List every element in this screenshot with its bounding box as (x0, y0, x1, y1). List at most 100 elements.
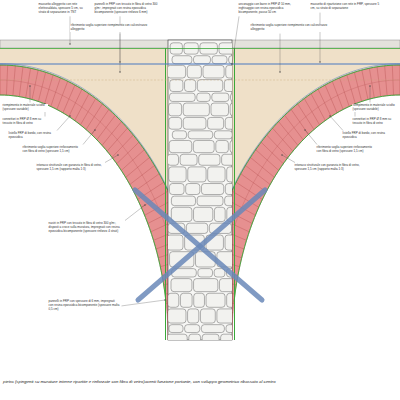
annotation-note: intonaco strutturale con garanzia in fib… (294, 164, 364, 172)
annotation-note: connettori in FRP Ø 8 mm su tessuto in f… (2, 118, 48, 126)
stone-block (188, 309, 199, 323)
leader-line (30, 86, 31, 103)
brick-joint (160, 264, 168, 266)
stone-block (168, 235, 183, 250)
leader-dot (231, 63, 232, 64)
stone-block (206, 293, 225, 307)
stone-block (194, 293, 205, 307)
leader-dot (369, 85, 370, 86)
leader-dot (119, 61, 120, 62)
leader-dot (319, 61, 320, 62)
brick-joint (32, 70, 38, 99)
brick-joint (38, 72, 45, 101)
annotation-note: connettori in FRP Ø 8 mm su tessuto in f… (352, 118, 398, 126)
stone-block (169, 93, 195, 101)
stone-block (216, 140, 229, 152)
leader-line (280, 34, 281, 72)
stone-block (224, 80, 232, 92)
stone-block (229, 56, 232, 64)
brick-joint (340, 78, 350, 107)
stone-block (230, 140, 232, 152)
brick-joint (354, 72, 361, 101)
stone-block (169, 140, 192, 152)
brick-joint (86, 104, 102, 130)
brick-joint (13, 66, 15, 96)
stone-block (222, 154, 232, 165)
brick-joint (107, 128, 127, 151)
stone-block (208, 117, 224, 129)
leader-dot (144, 204, 145, 205)
frp-cross-band (138, 190, 265, 300)
leader-line (120, 34, 121, 72)
brick-joint (261, 142, 283, 164)
stone-block (172, 131, 186, 139)
brick-joint (19, 67, 23, 97)
frp-plaster-right (234, 48, 235, 340)
stone-block (169, 167, 186, 182)
stone-block (183, 117, 206, 129)
brick-joint (232, 264, 240, 266)
brick-joint (121, 150, 144, 171)
brick-joint (267, 135, 288, 157)
stone-block (227, 167, 232, 182)
stone-block (230, 93, 232, 101)
stone-block (169, 117, 182, 129)
stone-block (203, 65, 224, 78)
stone-block (170, 80, 183, 92)
brick-joint (97, 115, 115, 140)
annotation-note: riempimento in materiale sciolto (spesso… (352, 104, 398, 112)
stone-block (194, 56, 211, 64)
brick-joint (112, 135, 133, 157)
stone-block (180, 154, 197, 165)
brick-ring (234, 80, 400, 228)
brick-joint (273, 128, 293, 151)
stone-block (194, 207, 213, 221)
stone-block (197, 196, 223, 206)
stone-block (168, 334, 187, 340)
stone-block (185, 80, 196, 92)
brick-joint (332, 81, 343, 109)
frp-layer (0, 48, 400, 49)
annotation-note: riferimento soglia superiore rinforzamen… (316, 146, 378, 154)
brick-joint (291, 109, 308, 134)
brick-joint (377, 67, 381, 97)
brick-joint (126, 157, 150, 177)
annotation-note: riferimento soglia superiore riempimento… (250, 24, 328, 32)
stone-block (168, 65, 186, 78)
brick-joint (69, 89, 82, 116)
frp-mesh (232, 64, 400, 190)
brick-joint (75, 94, 89, 121)
brick-joint (250, 157, 274, 177)
stone-block (197, 80, 222, 92)
stone-block (208, 167, 225, 182)
brick-joint (256, 150, 279, 171)
leader-dot (117, 154, 118, 155)
annotation-note: listello FRP di bordo, con resina epossi… (342, 132, 392, 140)
brick-joint (304, 99, 319, 125)
stone-block (214, 269, 225, 277)
leader-line (122, 300, 166, 306)
brick-joint (51, 78, 61, 107)
stone-block (171, 279, 192, 292)
stone-block (187, 65, 201, 78)
stone-block (169, 184, 184, 195)
brick-joint (279, 122, 298, 146)
leader-line (57, 116, 70, 131)
brick-joint (158, 255, 168, 258)
leader-line (370, 86, 371, 103)
stone-block (226, 65, 232, 78)
leader-line (83, 130, 95, 145)
annotation-note: riferimento soglia superiore rinforzamen… (22, 146, 84, 154)
stone-block (199, 154, 220, 165)
stone-block (201, 325, 224, 333)
leader-dot (119, 71, 120, 72)
brick-joint (117, 142, 139, 164)
leader-dot (29, 85, 30, 86)
brick-joint (318, 89, 331, 116)
stone-block (183, 103, 209, 116)
brick-joint (362, 70, 368, 99)
brick-joint (102, 122, 121, 146)
stone-block (168, 154, 179, 165)
annotation-note: nastri in FRP con tessuto in fibra di ve… (48, 222, 126, 234)
